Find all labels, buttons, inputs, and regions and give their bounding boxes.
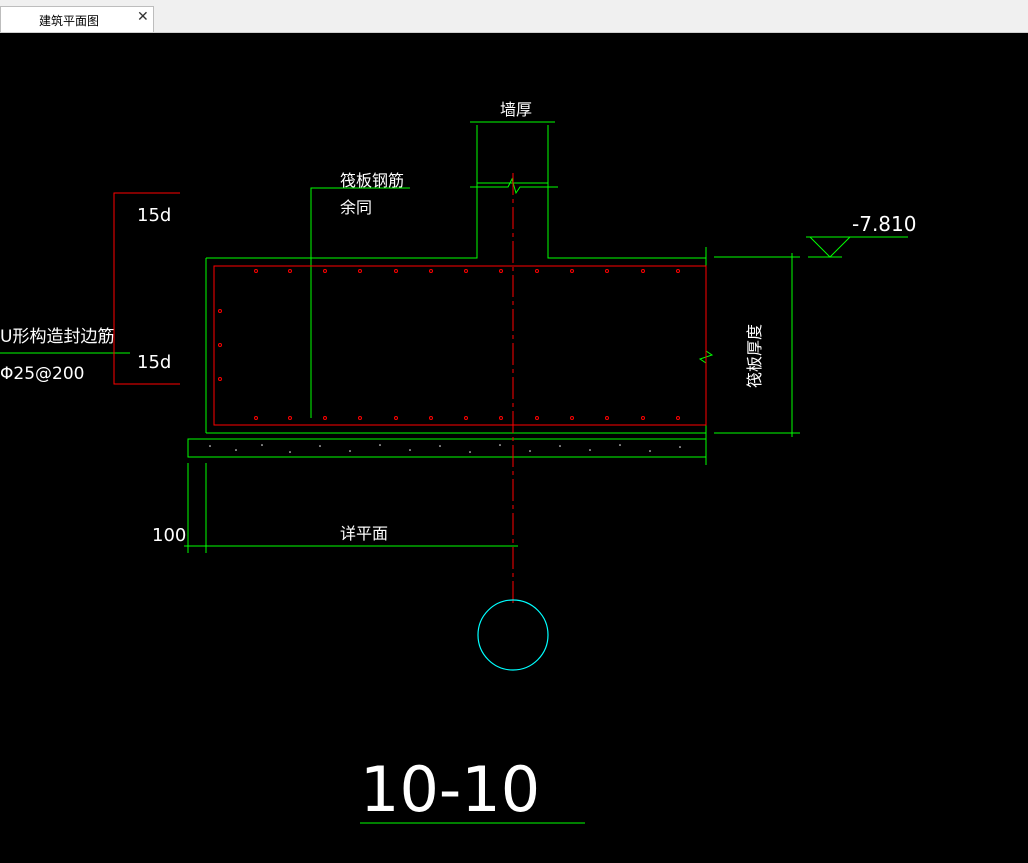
pile-circle xyxy=(477,599,549,671)
drawing-canvas[interactable]: 墙厚 筏板钢筋 余同 -7.810 筏板厚度 15d 15d U形构造封边筋 Φ… xyxy=(0,33,1028,859)
top-15d-label: 15d xyxy=(137,205,171,226)
rebar-dots xyxy=(218,269,680,420)
raft-rebar-label: 筏板钢筋 xyxy=(340,171,404,190)
bottom-15d-label: 15d xyxy=(137,352,171,373)
cad-drawing: 墙厚 筏板钢筋 余同 -7.810 筏板厚度 15d 15d U形构造封边筋 Φ… xyxy=(0,100,916,826)
see-plan-label: 详平面 xyxy=(340,524,388,543)
tab-bar: 建筑平面图 ✕ xyxy=(0,0,1028,33)
cushion-texture xyxy=(209,444,681,453)
tab-title: 建筑平面图 xyxy=(39,14,100,28)
raft-rebar-note: 余同 xyxy=(340,198,372,217)
slab-outline xyxy=(0,121,908,824)
raft-thickness-label: 筏板厚度 xyxy=(745,324,764,388)
u-bar-label: U形构造封边筋 xyxy=(0,327,114,347)
dim-100-label: 100 xyxy=(152,525,186,546)
elevation-label: -7.810 xyxy=(852,212,916,236)
u-bar-spec: Φ25@200 xyxy=(0,364,84,384)
close-icon[interactable]: ✕ xyxy=(137,9,149,25)
wall-thickness-label: 墙厚 xyxy=(500,100,532,119)
rebar xyxy=(113,173,707,603)
section-title: 10-10 xyxy=(360,753,540,826)
tab-drawing[interactable]: 建筑平面图 ✕ xyxy=(0,6,154,32)
